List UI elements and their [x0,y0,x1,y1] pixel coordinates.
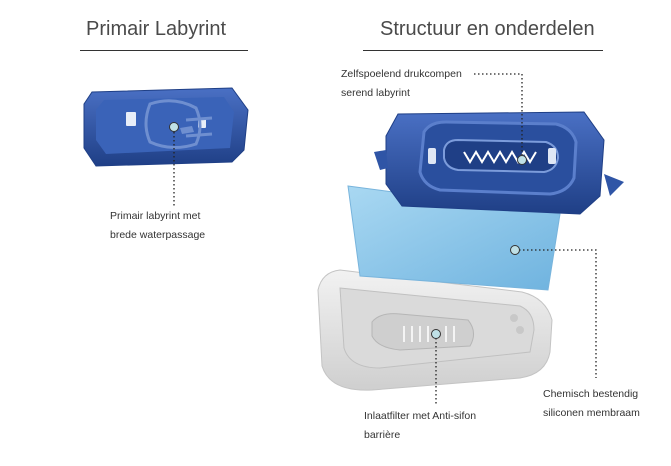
marker-self-flushing [517,155,527,165]
callout-inlet-filter-line2: barrière [364,429,401,441]
left-panel-title: Primair Labyrint [86,18,227,40]
marker-inlet-filter [431,329,441,339]
callout-leaders [173,73,597,404]
left-title-rule [80,50,248,51]
leader-self-flushing [474,73,523,160]
marker-membrane [510,245,520,255]
self-flushing-labyrinth-part [374,111,624,215]
callout-membrane-line1: Chemisch bestendig [543,388,639,400]
callout-inlet-filter: Inlaatfilter met Anti-sifon barrière [364,407,476,445]
callout-primary-line1: Primair labyrint met [110,210,201,222]
callout-primary-line2: brede waterpassage [110,229,206,241]
primary-labyrinth-part [83,87,249,167]
right-title-rule [363,50,603,51]
marker-primary-labyrinth [169,122,179,132]
callout-inlet-filter-line1: Inlaatfilter met Anti-sifon [364,410,477,422]
callout-primary-labyrinth: Primair labyrint met brede waterpassage [110,207,205,245]
right-panel-title: Structuur en onderdelen [380,18,595,40]
leader-membrane [515,249,597,378]
callout-self-flushing-line1: Zelfspoelend drukcompen [341,68,462,80]
callout-self-flushing: Zelfspoelend drukcompen serend labyrint [341,65,462,103]
callout-self-flushing-line2: serend labyrint [341,87,410,99]
callout-membrane-line2: siliconen membraam [543,407,640,419]
callout-membrane: Chemisch bestendig siliconen membraam [543,385,640,423]
